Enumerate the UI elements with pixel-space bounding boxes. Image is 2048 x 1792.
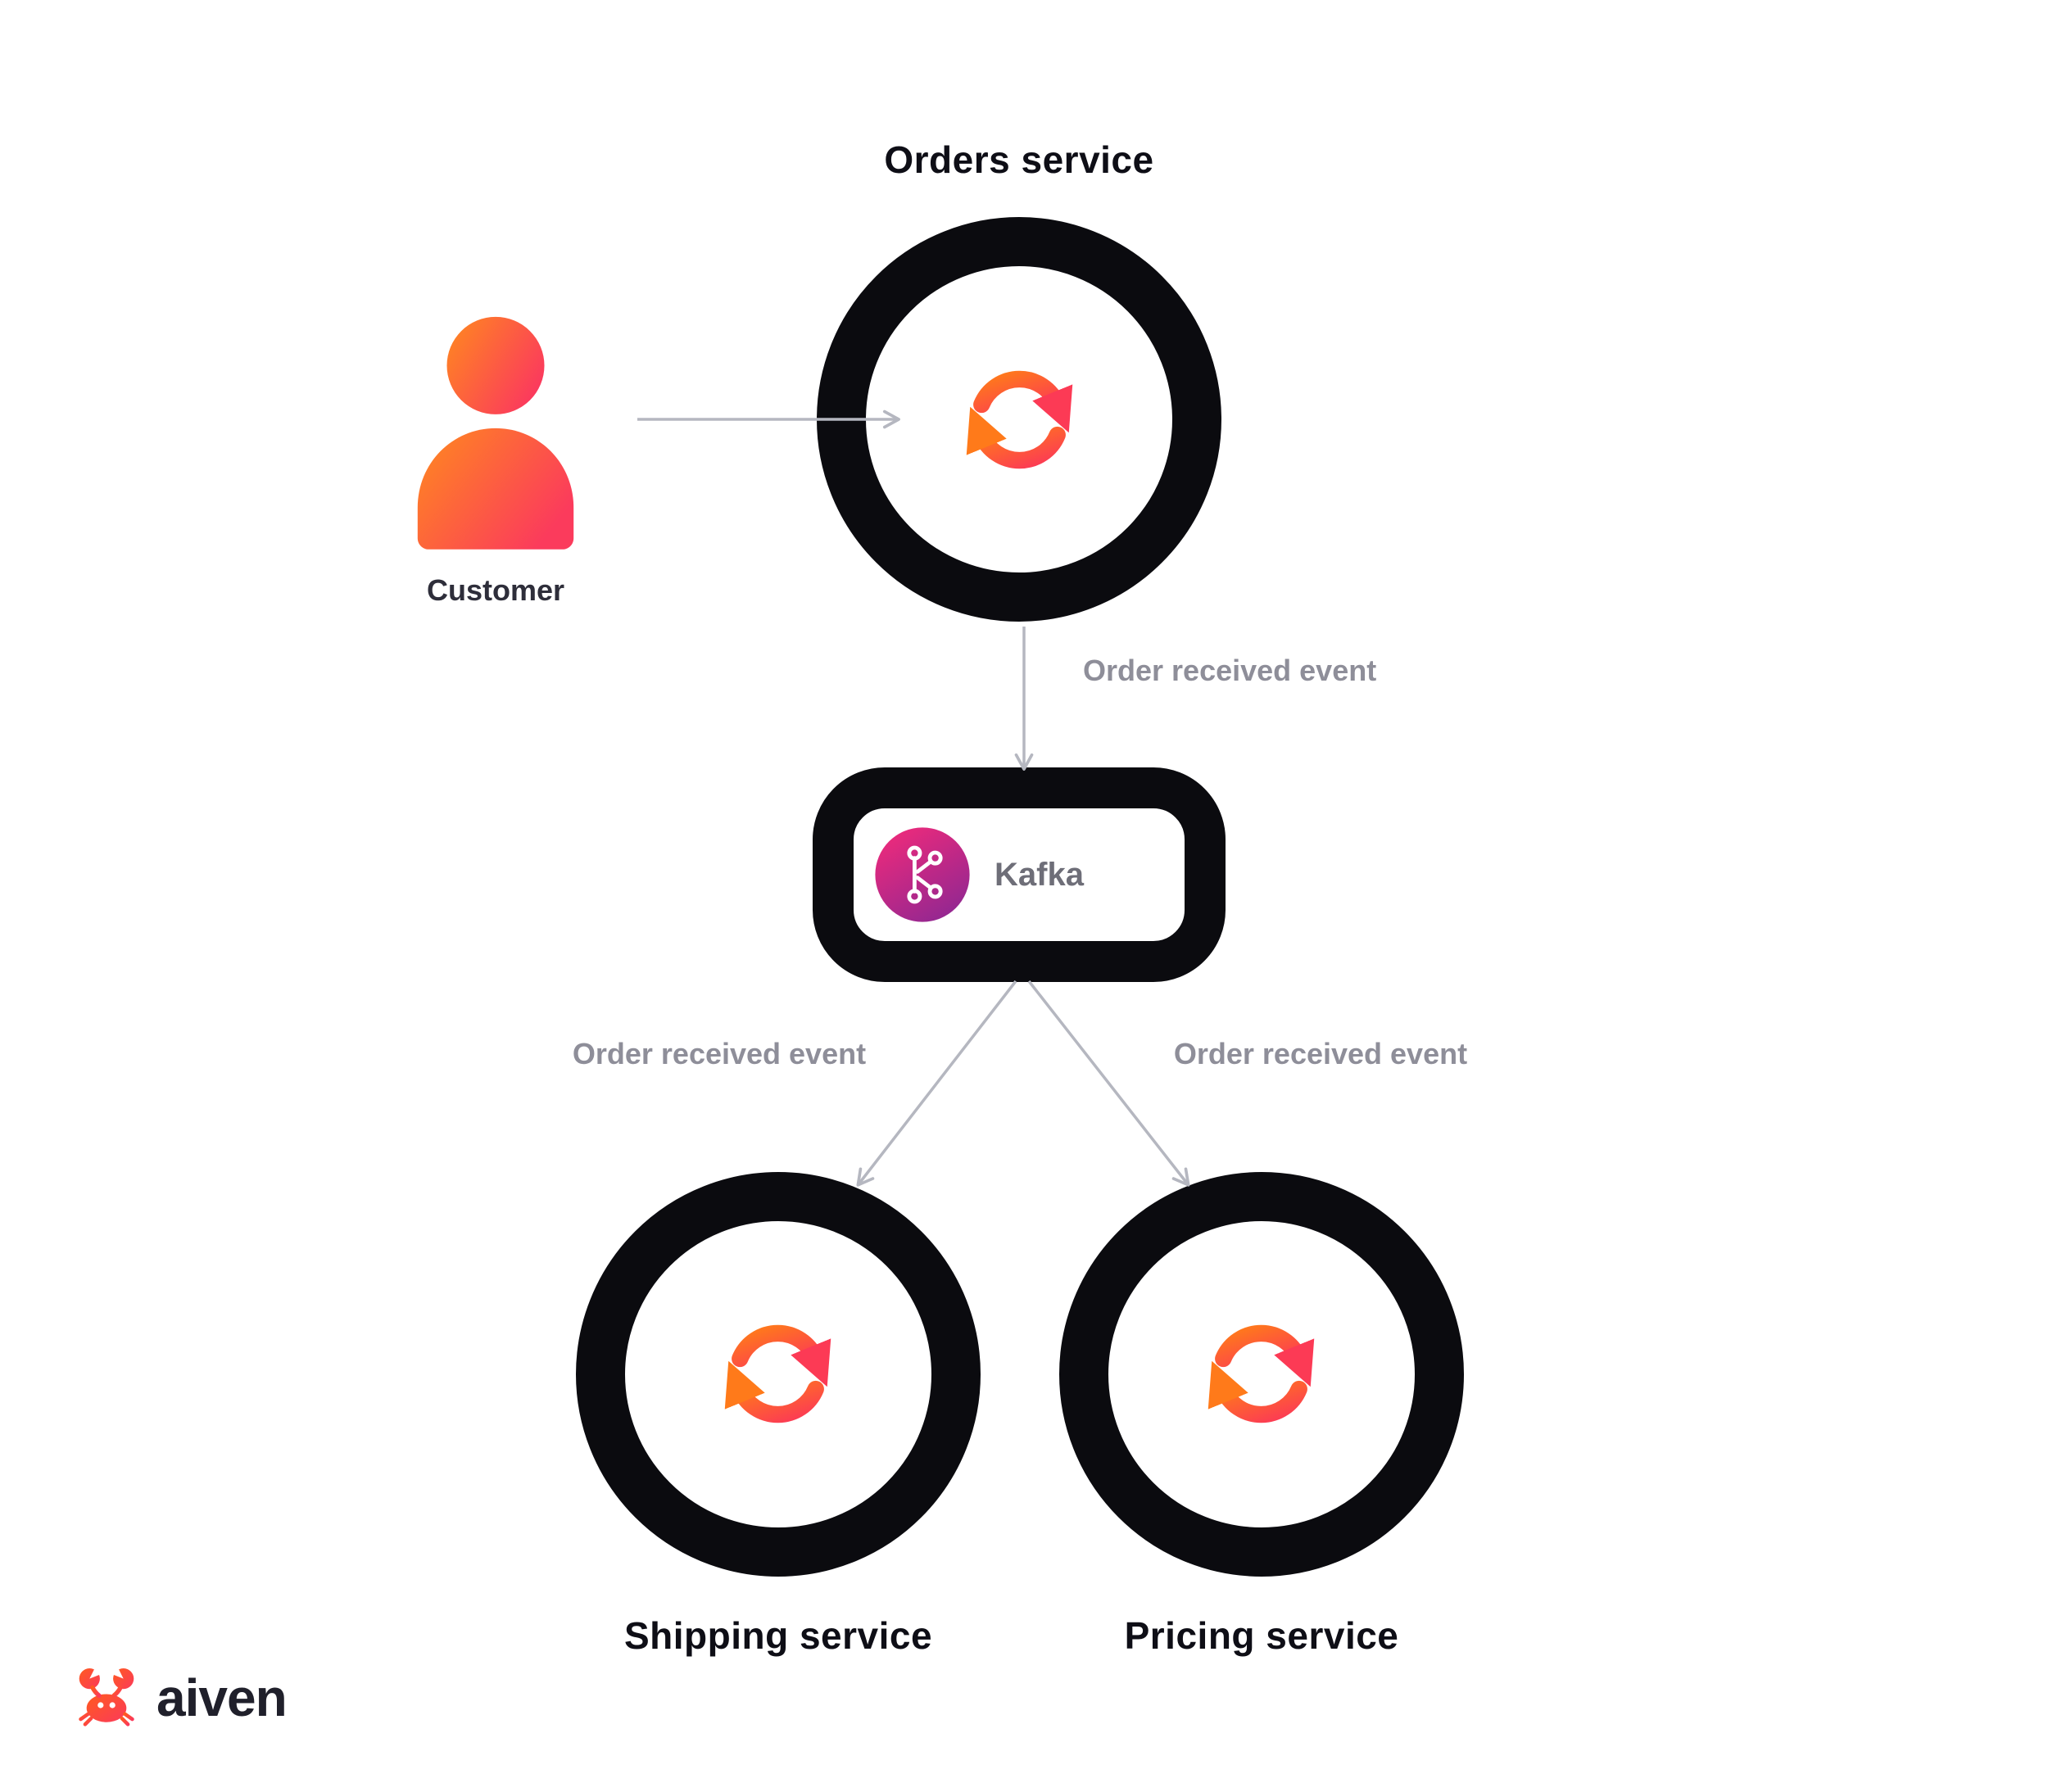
event-label-top: Order received event: [1083, 654, 1377, 687]
customer-label: Customer: [426, 573, 565, 607]
kafka-node: Kafka: [813, 767, 1226, 982]
sync-arrows-icon: [944, 344, 1095, 496]
event-label-right: Order received event: [1173, 1037, 1468, 1070]
kafka-label: Kafka: [995, 856, 1084, 893]
shipping-service-title: Shipping service: [623, 1614, 933, 1657]
arrow-kafka-to-pricing: [1027, 980, 1190, 1187]
orders-service-title: Orders service: [884, 138, 1154, 181]
pricing-service-title: Pricing service: [1124, 1614, 1399, 1657]
sync-arrows-icon: [702, 1298, 854, 1450]
kafka-logo-icon: [873, 826, 972, 924]
crab-icon: [70, 1661, 143, 1735]
event-label-left: Order received event: [572, 1037, 867, 1070]
aiven-brand: aiven: [70, 1661, 288, 1735]
arrow-kafka-to-shipping: [856, 980, 1017, 1187]
sync-arrows-icon: [1185, 1298, 1337, 1450]
person-icon: [356, 293, 635, 572]
brand-name: aiven: [156, 1668, 288, 1727]
